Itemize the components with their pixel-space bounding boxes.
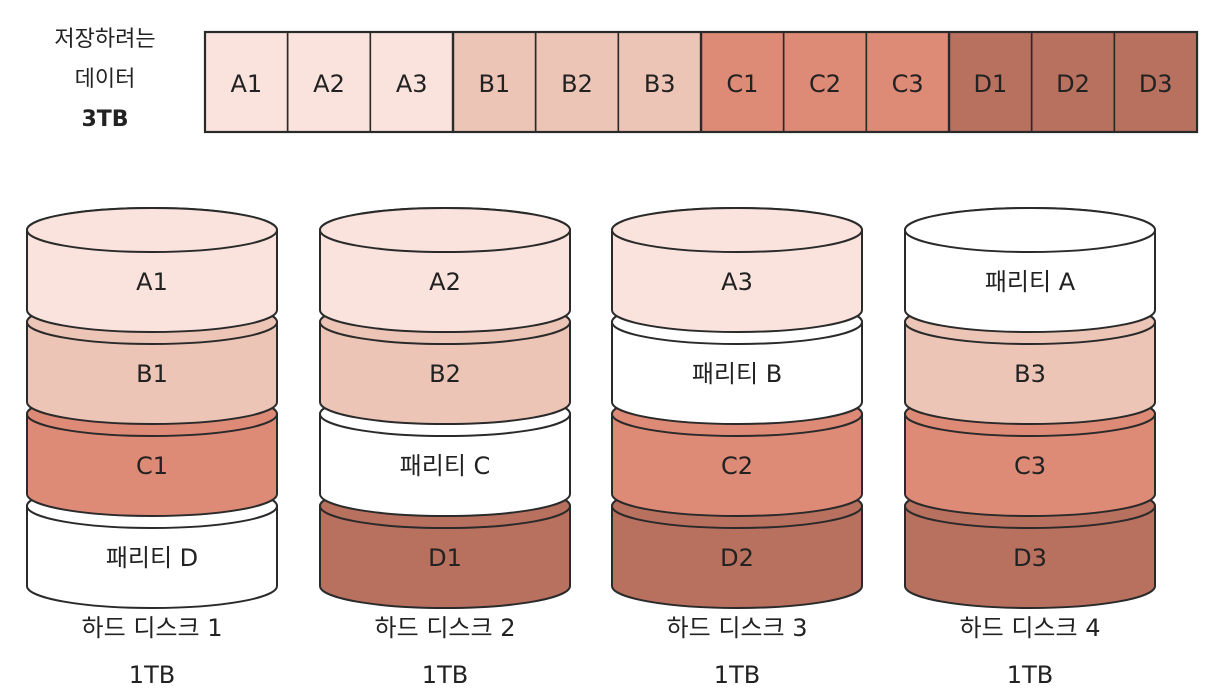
disk-layer-top [319, 207, 571, 253]
disk-layer-label: 패리티 D [106, 544, 198, 572]
disk-layer-label: C2 [721, 452, 753, 480]
disk-layer: 패리티 A [904, 207, 1156, 333]
data-block-label: D2 [1056, 70, 1090, 98]
hard-disk-3: D2 C2 패리티 B A3 하드 디스크 3 1TB [611, 207, 863, 689]
data-block-label: C1 [726, 70, 758, 98]
disk-layer-label: A2 [429, 268, 461, 296]
data-block-label: B3 [644, 70, 676, 98]
disk-layer-label: C3 [1014, 452, 1046, 480]
disk-layer: A2 [319, 207, 571, 333]
data-title-line1: 저장하려는 [54, 27, 156, 52]
disk-layer-label: 패리티 B [692, 360, 782, 388]
disk-size: 1TB [1007, 661, 1053, 689]
data-title-line2: 데이터 [74, 67, 136, 92]
disk-layer: A1 [26, 207, 278, 333]
data-title: 저장하려는 데이터 3TB [30, 20, 180, 140]
disk-layer-label: B3 [1014, 360, 1046, 388]
disk-layer-label: C1 [136, 452, 168, 480]
hard-disk-4: D3 C3 B3 패리티 A 하드 디스크 4 1TB [904, 207, 1156, 689]
hard-disk-2: D1 패리티 C B2 A2 하드 디스크 2 1TB [319, 207, 571, 689]
disk-layer-label: B1 [136, 360, 168, 388]
disk-layer-top [26, 207, 278, 253]
disk-name: 하드 디스크 3 [667, 614, 808, 642]
disk-layer-top [611, 207, 863, 253]
disk-layer-label: D2 [720, 544, 754, 572]
disk-name: 하드 디스크 2 [375, 614, 516, 642]
disk-layer-label: D3 [1013, 544, 1047, 572]
disk-layer-top [904, 207, 1156, 253]
data-block-c3 [865, 31, 950, 133]
data-block-label: A2 [313, 70, 345, 98]
data-block-label: C3 [892, 70, 924, 98]
disk-layer-label: D1 [428, 544, 462, 572]
data-block-b3 [617, 31, 702, 133]
disk-layer-label: B2 [429, 360, 461, 388]
data-block-label: A1 [230, 70, 262, 98]
disk-size: 1TB [422, 661, 468, 689]
data-block-label: C2 [809, 70, 841, 98]
data-block-label: D1 [973, 70, 1007, 98]
disk-size: 1TB [714, 661, 760, 689]
disk-layer-label: A3 [721, 268, 753, 296]
hard-disk-1: 패리티 D C1 B1 A1 하드 디스크 1 1TB [26, 207, 278, 689]
data-title-size: 3TB [81, 107, 129, 132]
disk-layer: A3 [611, 207, 863, 333]
data-block-label: D3 [1139, 70, 1173, 98]
data-strip: A1 A2 A3 B1 B2 B3 C1 C2 C3 D1 D2 D3 [203, 30, 1199, 134]
data-block-c2 [782, 31, 868, 133]
disk-name: 하드 디스크 4 [960, 614, 1101, 642]
data-strip-border [203, 30, 1199, 134]
data-block-label: B1 [478, 70, 510, 98]
disk-size: 1TB [129, 661, 175, 689]
disk-name: 하드 디스크 1 [82, 614, 223, 642]
disk-layer-label: 패리티 C [400, 452, 491, 480]
disk-layer-label: 패리티 A [985, 268, 1076, 296]
data-block-label: B2 [561, 70, 593, 98]
disk-layer-label: A1 [136, 268, 168, 296]
data-block-label: A3 [396, 70, 428, 98]
